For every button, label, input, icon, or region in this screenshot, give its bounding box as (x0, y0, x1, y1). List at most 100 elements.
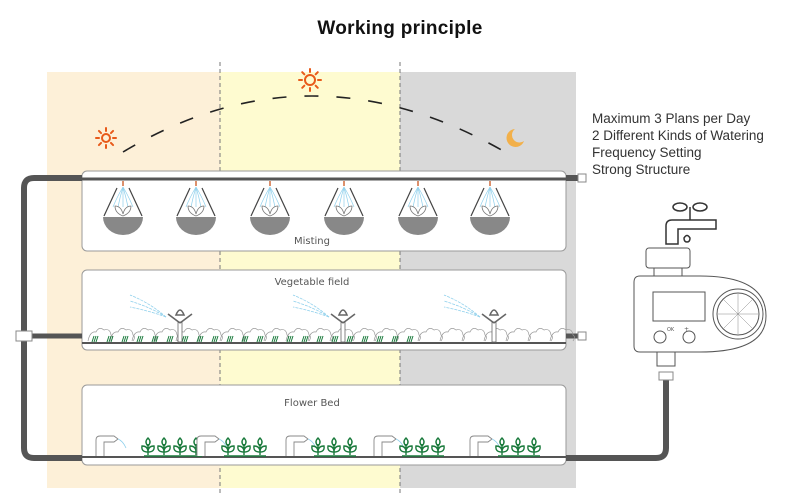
bush-icon (87, 328, 113, 342)
morning-sun-icon (95, 127, 117, 149)
timer-ok-button[interactable] (653, 330, 667, 344)
water-timer: OK + (633, 247, 767, 367)
grass-icon (391, 335, 399, 343)
feature-item: Frequency Setting (592, 145, 702, 160)
bush-icon (307, 328, 333, 342)
grass-icon (91, 335, 99, 343)
flower-plant-icon (527, 437, 541, 455)
pipe-connector-left (15, 330, 33, 342)
feature-list: Maximum 3 Plans per Day 2 Different Kind… (592, 110, 764, 178)
flower-plant-icon (221, 437, 235, 455)
grass-icon (406, 335, 414, 343)
bush-icon (329, 328, 355, 342)
grass-icon (361, 335, 369, 343)
flower-plant-icon (343, 437, 357, 455)
grass-icon (136, 335, 144, 343)
grass-icon (331, 335, 339, 343)
grass-icon (241, 335, 249, 343)
bush-icon (549, 328, 575, 342)
grass-icon (286, 335, 294, 343)
grass-icon (346, 335, 354, 343)
mist-nozzle-icon (398, 181, 438, 235)
noon-sun-icon (298, 68, 322, 92)
bush-icon (351, 328, 377, 342)
sprinkler-icon (292, 294, 356, 343)
flower-plant-icon (415, 437, 429, 455)
mist-nozzle-icon (250, 181, 290, 235)
timer-plus-label: + (684, 326, 689, 333)
grass-icon (211, 335, 219, 343)
bush-icon (197, 328, 223, 342)
flower-bed-panel (81, 384, 567, 466)
grass-icon (316, 335, 324, 343)
timer-dial[interactable] (712, 288, 764, 340)
bush-icon (109, 328, 135, 342)
end-cap-misting (577, 173, 587, 183)
feature-item: Maximum 3 Plans per Day (592, 111, 751, 126)
flower-plant-icon (157, 437, 171, 455)
mist-nozzle-icon (470, 181, 510, 235)
bush-icon (505, 328, 531, 342)
flower-plant-icon (311, 437, 325, 455)
bush-icon (285, 328, 311, 342)
sprinkler-icon (129, 294, 193, 343)
timer-lcd-screen (652, 291, 706, 322)
grass-icon (196, 335, 204, 343)
timer-outlet-thread (656, 351, 676, 367)
bush-icon (483, 328, 509, 342)
grass-icon (151, 335, 159, 343)
mist-nozzle-icon (176, 181, 216, 235)
grass-icon (166, 335, 174, 343)
bush-icon (461, 328, 487, 342)
zone-label-vegetable: Vegetable field (275, 277, 350, 288)
misting-emitters (103, 181, 510, 235)
faucet-icon (665, 202, 717, 245)
flower-plant-icon (431, 437, 445, 455)
main-pipe-right (566, 380, 669, 461)
flower-plant-icon (237, 437, 251, 455)
feature-item: 2 Different Kinds of Watering (592, 128, 764, 143)
flower-plant-icon (253, 437, 267, 455)
bush-icon (417, 328, 443, 342)
grass-icon (106, 335, 114, 343)
grass-icon (301, 335, 309, 343)
flower-plant-icon (327, 437, 341, 455)
flower-plant-icon (495, 437, 509, 455)
bush-icon (263, 328, 289, 342)
bush-icon (241, 328, 267, 342)
timer-coupling-nut (645, 247, 691, 269)
bush-icon (395, 328, 421, 342)
bush-icon (439, 328, 465, 342)
timer-body (633, 275, 767, 353)
flower-emitters (95, 435, 541, 457)
page-title: Working principle (317, 18, 483, 39)
grass-icon (376, 335, 384, 343)
pipe-network (21, 175, 669, 461)
vegetable-panel (81, 269, 567, 351)
main-pipe-left (21, 175, 82, 461)
vegetable-emitters (87, 294, 575, 343)
timer-ok-label: OK (667, 327, 675, 333)
flower-plant-icon (511, 437, 525, 455)
feature-item: Strong Structure (592, 162, 691, 177)
flower-plant-icon (141, 437, 155, 455)
grass-icon (256, 335, 264, 343)
mist-nozzle-icon (103, 181, 143, 235)
bush-icon (527, 328, 553, 342)
zone-label-misting: Misting (294, 236, 330, 247)
mist-nozzle-icon (324, 181, 364, 235)
flower-plant-icon (173, 437, 187, 455)
timer-plus-button[interactable] (682, 330, 696, 344)
grass-icon (271, 335, 279, 343)
flower-plant-icon (399, 437, 413, 455)
pipe-connector-timer (658, 371, 674, 381)
sun-path (122, 95, 506, 153)
grass-icon (121, 335, 129, 343)
grass-icon (226, 335, 234, 343)
sprinkler-icon (443, 294, 507, 343)
moon-icon (506, 129, 524, 147)
zone-label-flower-bed: Flower Bed (284, 398, 340, 409)
flower-plant-icon (189, 437, 203, 455)
